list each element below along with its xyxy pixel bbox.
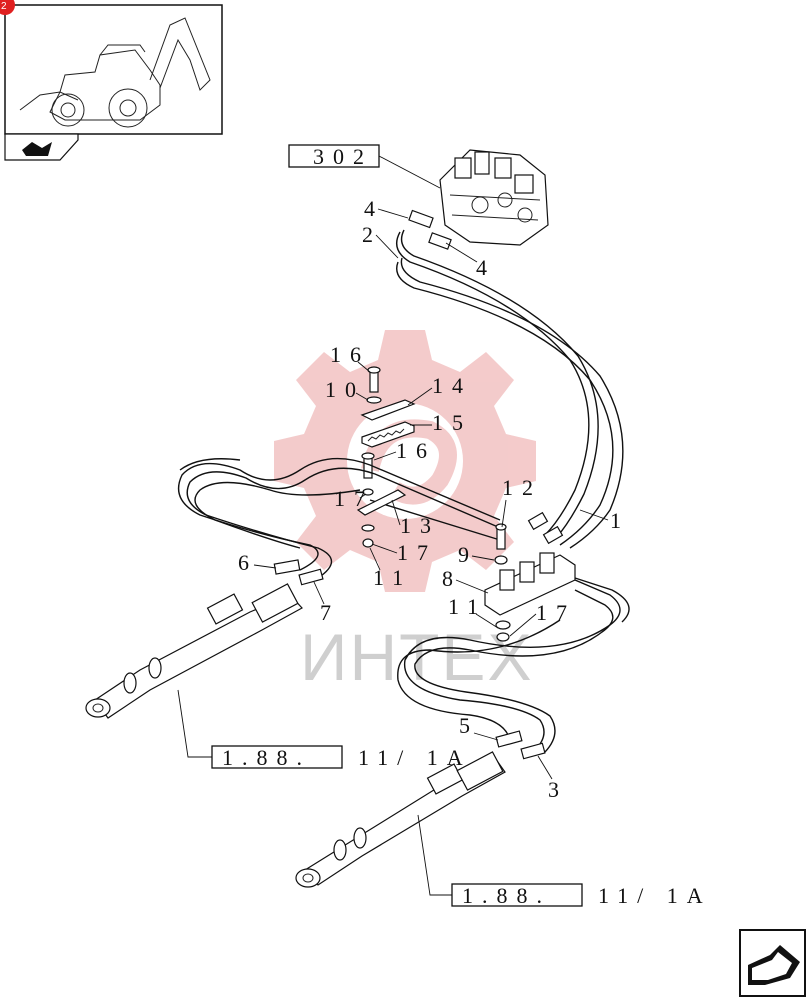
control-valve xyxy=(439,149,549,246)
callout-12: 12 xyxy=(502,475,542,500)
backhoe-loader-icon xyxy=(19,17,211,128)
thumbnail-panel[interactable]: 2 xyxy=(0,0,223,161)
callout-4-upper: 4 xyxy=(364,196,384,221)
reference-right-box-text: 1.88. xyxy=(462,883,551,908)
callout-7: 7 xyxy=(320,600,340,625)
fitting-4-upper xyxy=(408,209,434,229)
callout-11-left: 11 xyxy=(373,565,412,590)
callout-2: 2 xyxy=(362,222,382,247)
hydraulic-cylinder-upper xyxy=(85,583,303,719)
hose-2 xyxy=(396,229,624,549)
callout-17-right: 17 xyxy=(536,600,576,625)
callout-11-right: 11 xyxy=(448,594,487,619)
reference-right-tail-text: 11/ 1A xyxy=(598,883,712,908)
callout-9: 9 xyxy=(458,542,478,567)
watermark-text: ИНТЕХ xyxy=(300,620,533,694)
fitting-7 xyxy=(298,568,324,586)
callout-14: 14 xyxy=(432,373,472,398)
page-badge xyxy=(0,0,15,15)
fitting-3 xyxy=(520,742,546,760)
callout-17-mid: 17 xyxy=(397,540,437,565)
hydraulic-cylinder-lower xyxy=(295,751,506,888)
fitting-6 xyxy=(273,559,301,575)
callout-17-left: 17 xyxy=(334,486,374,511)
chevron-book-icon[interactable] xyxy=(4,133,79,161)
reference-302[interactable]: 302 xyxy=(288,144,441,189)
callout-8: 8 xyxy=(442,566,462,591)
reference-left-tail-text: 11/ 1A xyxy=(358,745,472,770)
clamp-plate-13 xyxy=(356,488,407,548)
manifold-block xyxy=(484,511,576,642)
callout-4-lower: 4 xyxy=(476,255,496,280)
callout-16-top: 16 xyxy=(330,342,370,367)
callout-16-mid: 16 xyxy=(396,438,436,463)
callouts: 4 2 4 16 10 14 15 16 17 13 17 11 12 1 9 … xyxy=(238,196,630,802)
reference-left-box-text: 1.88. xyxy=(222,745,311,770)
fitting-4-lower xyxy=(428,232,452,250)
reference-left-cylinder[interactable]: 1.88. 11/ 1A xyxy=(177,689,472,770)
reference-right-cylinder[interactable]: 1.88. 11/ 1A xyxy=(417,814,712,908)
hose-left-cylinder xyxy=(177,457,506,579)
reference-302-text: 302 xyxy=(313,144,373,169)
page-badge-text: 2 xyxy=(1,1,7,12)
callout-1: 1 xyxy=(610,508,630,533)
fitting-5 xyxy=(495,730,523,748)
callout-3: 3 xyxy=(548,777,568,802)
next-page-arrow-icon[interactable] xyxy=(739,929,806,997)
callout-13: 13 xyxy=(400,513,440,538)
callout-6: 6 xyxy=(238,550,258,575)
callout-5: 5 xyxy=(459,713,479,738)
callout-15: 15 xyxy=(432,410,472,435)
clamp-assembly xyxy=(360,366,416,479)
callout-10: 10 xyxy=(325,377,365,402)
hose-right-cylinder xyxy=(397,577,630,753)
